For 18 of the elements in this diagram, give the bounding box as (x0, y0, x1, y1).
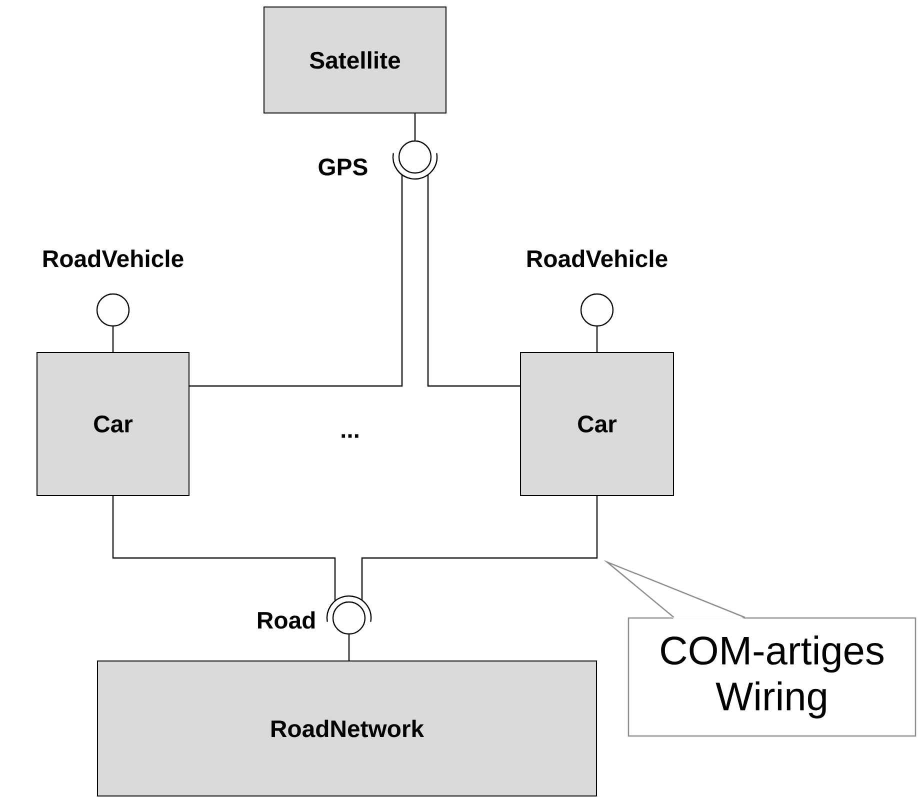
interface-label: Road (258, 611, 315, 629)
interface-label: RoadVehicle (528, 250, 668, 268)
connector-line (361, 496, 598, 600)
component-box: Car (36, 352, 190, 496)
interface-label: GPS (318, 158, 368, 176)
interface-label: RoadVehicle (44, 250, 184, 268)
connector-line (596, 326, 598, 352)
connector-line (348, 634, 350, 660)
connector-line (112, 496, 336, 601)
connector-line (427, 175, 520, 387)
component-box: RoadNetwork (97, 660, 597, 796)
leader-line (603, 560, 746, 619)
ellipsis-label: ... (342, 434, 358, 438)
connector-line (112, 326, 114, 352)
connector-line (414, 114, 416, 140)
connector-line (190, 175, 403, 387)
component-box: Car (520, 352, 674, 496)
component-box: Satellite (264, 6, 446, 114)
